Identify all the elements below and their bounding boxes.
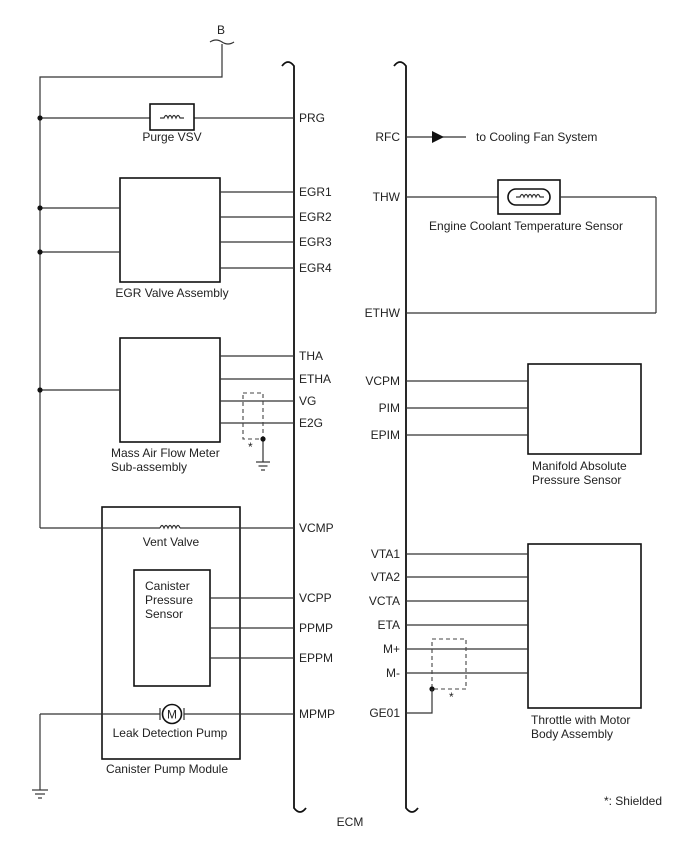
pin-vcmp: VCMP [299, 521, 334, 535]
canister-sensor-label-3: Sensor [145, 607, 183, 621]
map-label-2: Pressure Sensor [532, 473, 621, 487]
canister-sensor-label-2: Pressure [145, 593, 193, 607]
cooling-fan-output: RFC to Cooling Fan System [375, 130, 597, 144]
throttle-label-1: Throttle with Motor [531, 713, 630, 727]
pin-eta: ETA [378, 618, 400, 632]
vent-valve-coil-icon [159, 524, 181, 530]
shield-throttle [431, 638, 467, 690]
shield-maf [242, 392, 264, 440]
connector-b: B [39, 23, 235, 528]
leak-pump-label: Leak Detection Pump [113, 726, 228, 740]
vent-valve-label: Vent Valve [143, 535, 200, 549]
ecm-label: ECM [337, 815, 364, 829]
coolant-sensor-label: Engine Coolant Temperature Sensor [429, 219, 623, 233]
arrow-right-icon [432, 131, 444, 143]
pin-tha: THA [299, 349, 323, 363]
pin-egr2: EGR2 [299, 210, 332, 224]
pin-rfc: RFC [375, 130, 400, 144]
purge-vsv-label: Purge VSV [142, 130, 201, 144]
canister-pump-module: Vent Valve VCMP Canister Pressure Sensor… [32, 506, 335, 799]
throttle-label-2: Body Assembly [531, 727, 613, 741]
pin-ge01: GE01 [369, 706, 400, 720]
canister-module-label: Canister Pump Module [106, 762, 228, 776]
ground-icon [32, 789, 48, 799]
egr-valve-label: EGR Valve Assembly [115, 286, 228, 300]
pin-vg: VG [299, 394, 316, 408]
pin-etha: ETHA [299, 372, 331, 386]
shield-star-throttle: * [449, 690, 454, 704]
solenoid-coil-icon [160, 114, 184, 120]
pin-ethw: ETHW [365, 306, 401, 320]
connector-b-label: B [217, 23, 225, 37]
pin-vcpp: VCPP [299, 591, 332, 605]
pin-mpmp: MPMP [299, 707, 335, 721]
shielded-legend: *: Shielded [604, 794, 662, 808]
maf-label-1: Mass Air Flow Meter [111, 446, 220, 460]
motor-symbol: M [167, 708, 177, 722]
pin-pim: PIM [379, 401, 400, 415]
throttle-body-assembly: * VTA1 VTA2 VCTA ETA M+ M- GE01 Throttle… [369, 543, 642, 741]
pin-vta2: VTA2 [371, 570, 400, 584]
purge-vsv: Purge VSV PRG [37, 103, 325, 144]
motor-icon [161, 703, 183, 725]
mass-air-flow-meter: * Mass Air Flow Meter Sub-assembly THA E… [37, 337, 331, 474]
pin-thw: THW [373, 190, 401, 204]
pin-ppmp: PPMP [299, 621, 333, 635]
coolant-temp-sensor: Engine Coolant Temperature Sensor THW ET… [365, 179, 657, 320]
pin-egr1: EGR1 [299, 185, 332, 199]
ground-icon [256, 461, 270, 471]
maf-label-2: Sub-assembly [111, 460, 187, 474]
pin-prg: PRG [299, 111, 325, 125]
shield-star-maf: * [248, 440, 253, 454]
cooling-fan-label: to Cooling Fan System [476, 130, 597, 144]
map-label-1: Manifold Absolute [532, 459, 627, 473]
egr-valve-assembly: EGR Valve Assembly EGR1 EGR2 EGR3 EGR4 [37, 177, 332, 300]
pin-e2g: E2G [299, 416, 323, 430]
thermistor-icon [507, 188, 551, 206]
pin-vta1: VTA1 [371, 547, 400, 561]
pin-epim: EPIM [371, 428, 400, 442]
pin-vcpm: VCPM [365, 374, 400, 388]
pin-egr4: EGR4 [299, 261, 332, 275]
ecm-unit: ECM [281, 61, 419, 829]
pin-m-minus: M- [386, 666, 400, 680]
map-sensor: VCPM PIM EPIM Manifold Absolute Pressure… [365, 363, 642, 487]
pin-eppm: EPPM [299, 651, 333, 665]
canister-sensor-label-1: Canister [145, 579, 190, 593]
pin-vcta: VCTA [369, 594, 400, 608]
pin-m-plus: M+ [383, 642, 400, 656]
pin-egr3: EGR3 [299, 235, 332, 249]
